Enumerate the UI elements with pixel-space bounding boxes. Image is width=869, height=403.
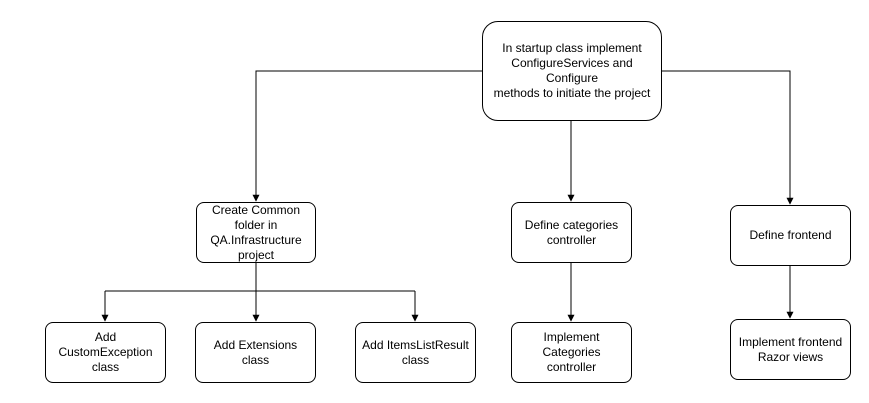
node-define-frontend-label: Define frontend — [749, 228, 832, 242]
node-create-common-folder-label: Create Common folder in QA.Infrastructur… — [210, 202, 302, 262]
node-define-frontend[interactable]: Define frontend — [730, 205, 851, 266]
node-add-custom-exception[interactable]: Add CustomException class — [45, 322, 166, 383]
node-implement-frontend-razor-views[interactable]: Implement frontend Razor views — [730, 319, 851, 380]
edge-startup-to-frontend — [661, 70, 794, 205]
node-implement-categories-controller-label: Implement Categories controller — [542, 330, 601, 374]
node-add-extensions[interactable]: Add Extensions class — [195, 322, 316, 383]
node-define-categories-controller[interactable]: Define categories controller — [511, 202, 632, 263]
edge-startup-to-common — [252, 70, 482, 202]
node-add-extensions-label: Add Extensions class — [213, 337, 298, 367]
node-add-items-list-result[interactable]: Add ItemsListResult class — [355, 322, 476, 383]
node-startup-class[interactable]: In startup class implement ConfigureServ… — [482, 21, 662, 121]
node-create-common-folder[interactable]: Create Common folder in QA.Infrastructur… — [196, 202, 316, 263]
node-implement-frontend-razor-views-label: Implement frontend Razor views — [738, 334, 843, 364]
node-startup-class-label: In startup class implement ConfigureServ… — [493, 41, 651, 100]
node-define-categories-controller-label: Define categories controller — [524, 217, 619, 247]
node-implement-categories-controller[interactable]: Implement Categories controller — [511, 322, 632, 383]
node-add-items-list-result-label: Add ItemsListResult class — [362, 337, 469, 367]
node-add-custom-exception-label: Add CustomException class — [58, 330, 153, 374]
